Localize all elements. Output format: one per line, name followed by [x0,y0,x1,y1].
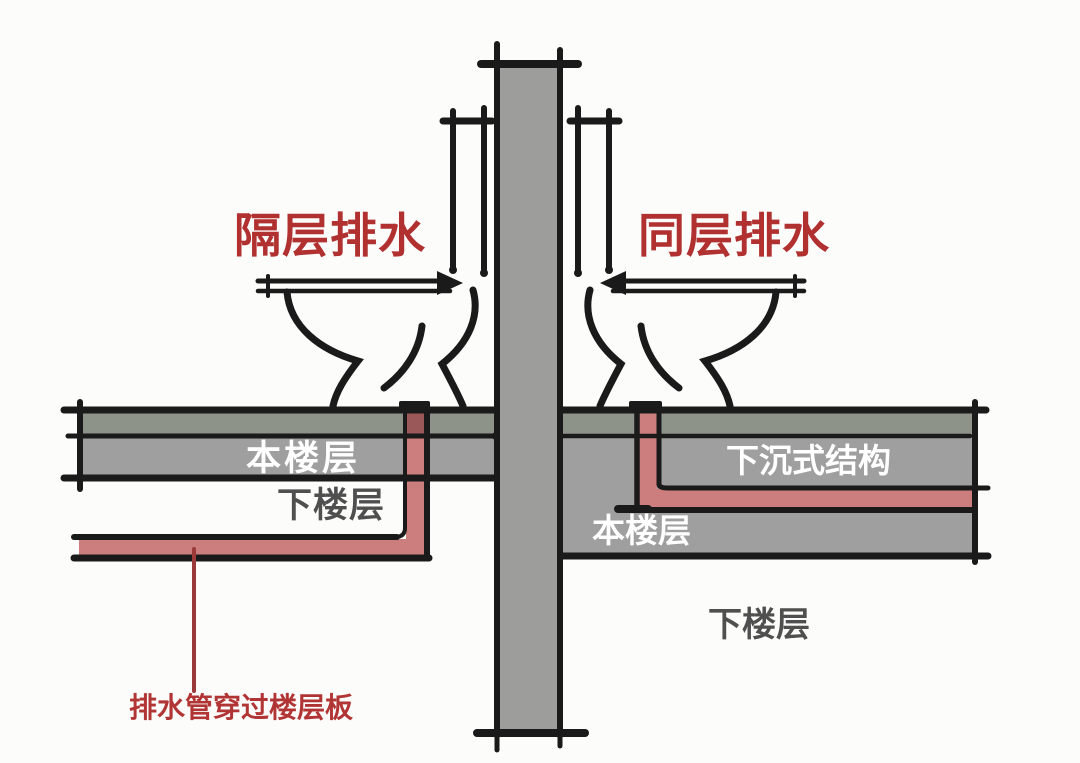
right-pipe-vertical [639,406,657,506]
ink-blob [574,269,582,277]
ink-blob [491,474,499,482]
right-toilet-bowl [584,286,780,410]
right-lower-floor-label: 下楼层 [708,606,810,644]
right-screed-layer [562,409,976,437]
left-pipe-upper-dark [406,408,424,438]
right-drain-pipe [639,406,975,509]
wall-outline [473,41,589,753]
title-samefloor-drainage: 同层排水 [638,209,830,262]
ink-blob [449,266,457,274]
left-seat-arrow [437,271,463,295]
right-toilet-seat [610,274,807,298]
left-toilet [255,105,496,410]
title-interfloor-drainage: 隔层排水 [234,209,426,262]
ink-blob [605,266,613,274]
left-toilet-tank [439,105,496,275]
left-pipe-collar [399,401,430,410]
right-pipe-horizontal [650,489,975,509]
right-seat-arrow [600,271,626,295]
right-toilet-tank [566,105,623,275]
left-pipe-horizontal [79,539,426,557]
right-toilet [566,105,807,410]
left-lower-floor-label: 下楼层 [277,486,386,525]
left-drain-pipe [79,408,426,557]
left-toilet-bowl [283,286,479,410]
left-pipe-outline [70,401,433,562]
central-wall [494,63,562,735]
right-pipe-outline [614,401,662,513]
right-pipe-collar [629,401,662,410]
sunken-structure-label: 下沉式结构 [726,442,891,479]
ink-blob [491,432,499,440]
left-this-floor-label: 本楼层 [246,439,361,478]
pipe-annotation-label: 排水管穿过楼层板 [129,692,354,723]
right-this-floor-label: 本楼层 [592,512,691,549]
left-pipe-vertical [406,437,424,553]
ink-blob [480,269,488,277]
